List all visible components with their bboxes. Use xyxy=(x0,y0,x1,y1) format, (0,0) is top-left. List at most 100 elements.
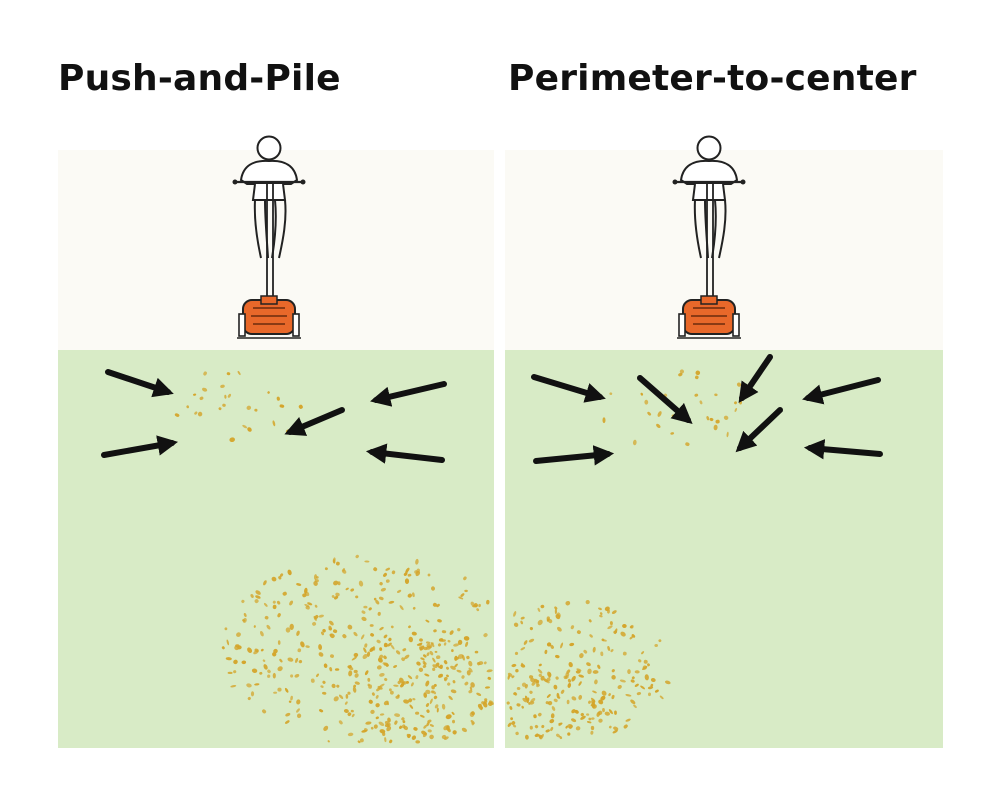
leaf xyxy=(272,420,276,427)
leaf xyxy=(186,405,190,409)
leaf xyxy=(617,684,622,690)
leaf xyxy=(625,718,631,722)
leaf xyxy=(363,605,368,609)
leaf xyxy=(266,624,271,630)
leaf xyxy=(250,594,254,598)
leaf xyxy=(434,650,438,653)
leaf xyxy=(550,726,554,732)
leaf xyxy=(385,567,391,571)
leaf xyxy=(259,671,263,675)
leaf xyxy=(230,684,237,688)
leaf xyxy=(384,737,387,743)
direction-arrow xyxy=(735,407,783,453)
leaf xyxy=(452,680,456,684)
leaf xyxy=(316,673,319,678)
leaf xyxy=(513,611,517,617)
leaf xyxy=(384,677,388,682)
leaf xyxy=(332,557,336,563)
leaf xyxy=(233,670,237,674)
leaf xyxy=(604,711,610,716)
leaf xyxy=(567,678,572,683)
leaf xyxy=(555,614,561,620)
leaf xyxy=(313,581,318,586)
leaf xyxy=(255,590,261,595)
leaf xyxy=(609,392,613,396)
leaf xyxy=(411,631,417,636)
leaf xyxy=(312,621,317,626)
leaf xyxy=(379,673,385,677)
leaf xyxy=(634,670,640,674)
leaf xyxy=(569,642,575,647)
leaf xyxy=(613,726,619,731)
leaf xyxy=(714,393,718,397)
leaf xyxy=(598,607,602,611)
leaf xyxy=(433,629,437,633)
person-with-mower-right xyxy=(671,135,747,340)
leaf xyxy=(355,595,359,599)
leaf xyxy=(600,695,606,701)
leaf xyxy=(254,648,259,653)
leaf xyxy=(443,676,448,681)
leaf xyxy=(388,637,392,642)
leaf xyxy=(220,384,225,388)
leaf xyxy=(483,633,488,638)
leaf xyxy=(318,614,324,618)
leaf xyxy=(290,674,294,678)
leaf xyxy=(607,645,611,651)
leaf xyxy=(468,689,473,694)
leaf xyxy=(640,392,644,396)
leaf xyxy=(401,717,405,721)
leaf xyxy=(360,634,365,640)
leaf xyxy=(401,724,406,729)
leaf xyxy=(476,662,481,666)
leaf xyxy=(486,669,493,673)
leaf xyxy=(487,676,492,680)
leaf xyxy=(222,403,226,407)
leaf xyxy=(421,730,427,736)
leaf xyxy=(318,644,323,651)
leaf xyxy=(429,698,433,705)
leaf xyxy=(289,623,294,630)
leaf xyxy=(415,711,420,715)
leaf xyxy=(602,417,606,424)
leaf xyxy=(608,709,613,715)
leaf xyxy=(432,602,437,607)
leaf xyxy=(366,651,371,657)
leaf xyxy=(586,662,591,667)
leaf xyxy=(382,662,389,666)
direction-arrow xyxy=(803,439,883,460)
leaf xyxy=(441,734,447,740)
title-push-and-pile: Push-and-Pile xyxy=(58,58,341,99)
leaf xyxy=(540,604,545,609)
leaf xyxy=(546,642,552,647)
leaf xyxy=(458,596,464,600)
leaf xyxy=(546,677,551,682)
leaf xyxy=(695,370,701,376)
leaf xyxy=(333,580,339,586)
leaf xyxy=(426,643,433,649)
leaf xyxy=(641,651,645,655)
leaf xyxy=(630,679,635,683)
leaf xyxy=(630,624,634,629)
leaf xyxy=(454,663,458,668)
leaf xyxy=(429,724,434,727)
leaf xyxy=(445,714,452,720)
lawn-area xyxy=(58,350,496,748)
leaf xyxy=(554,608,558,615)
leaf xyxy=(469,686,473,691)
leaf xyxy=(296,630,300,636)
leaf xyxy=(236,632,241,637)
leaf xyxy=(373,724,378,729)
leaf xyxy=(243,612,247,618)
leaf xyxy=(529,725,533,730)
leaf xyxy=(385,579,390,583)
leaf xyxy=(307,602,313,606)
leaf xyxy=(630,699,636,705)
leaf xyxy=(379,729,386,734)
leaf xyxy=(524,734,529,740)
leaf xyxy=(470,682,475,688)
leaf xyxy=(361,610,366,614)
leaf xyxy=(620,631,626,637)
leaf xyxy=(551,706,556,711)
leaf xyxy=(589,634,593,638)
